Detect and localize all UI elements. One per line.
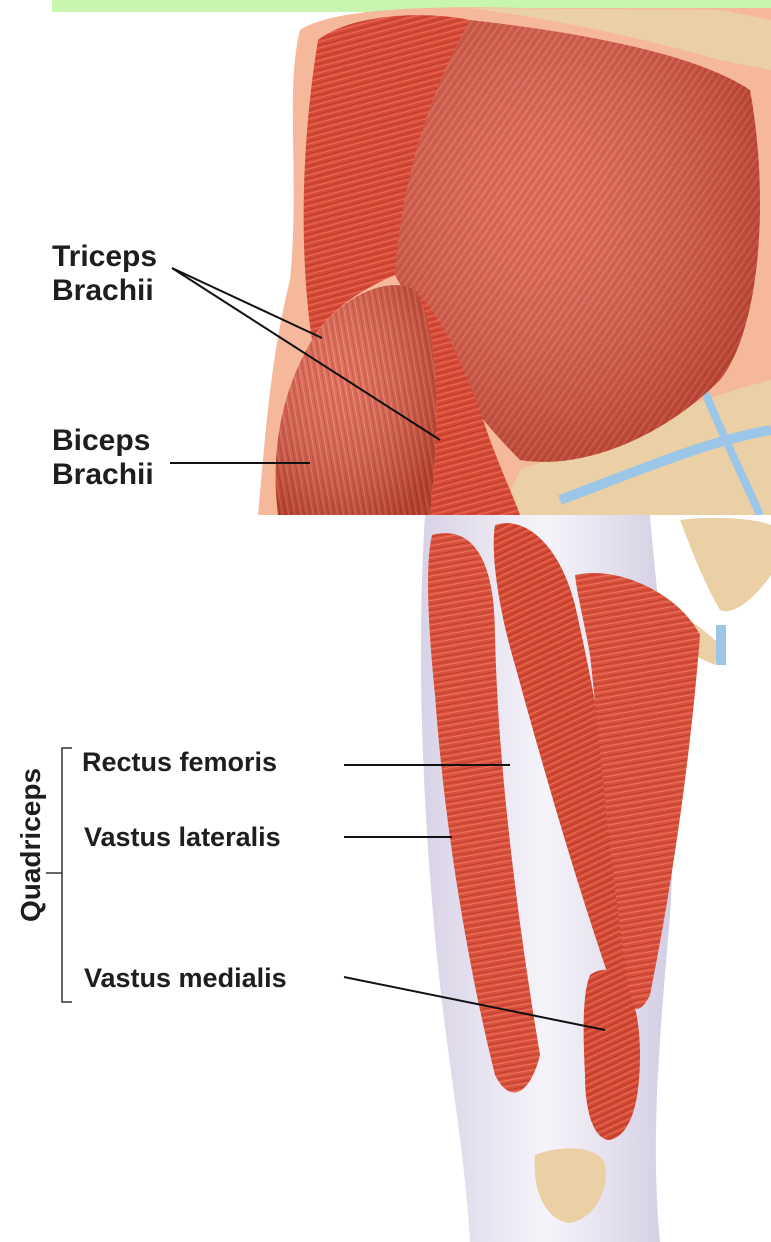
label-biceps-line2: Brachii bbox=[52, 458, 154, 492]
label-biceps-brachii: Biceps Brachii bbox=[52, 424, 154, 492]
label-vastus-medialis: Vastus medialis bbox=[84, 963, 287, 993]
pelvis-bone bbox=[680, 518, 771, 611]
label-rectus-femoris: Rectus femoris bbox=[82, 747, 277, 777]
thigh-illustration-panel bbox=[0, 515, 771, 1242]
quadriceps-bracket bbox=[62, 748, 72, 1002]
thigh-illustration bbox=[0, 515, 771, 1242]
label-triceps-line2: Brachii bbox=[52, 274, 157, 308]
label-vastus-lateralis: Vastus lateralis bbox=[84, 822, 281, 852]
label-quadriceps-group: Quadriceps bbox=[15, 768, 47, 922]
upper-arm-illustration-panel: Triceps Brachii Biceps Brachii bbox=[0, 0, 771, 515]
label-triceps-brachii: Triceps Brachii bbox=[52, 240, 157, 308]
label-triceps-line1: Triceps bbox=[52, 240, 157, 274]
label-biceps-line1: Biceps bbox=[52, 424, 154, 458]
iliac-marker bbox=[716, 625, 726, 665]
